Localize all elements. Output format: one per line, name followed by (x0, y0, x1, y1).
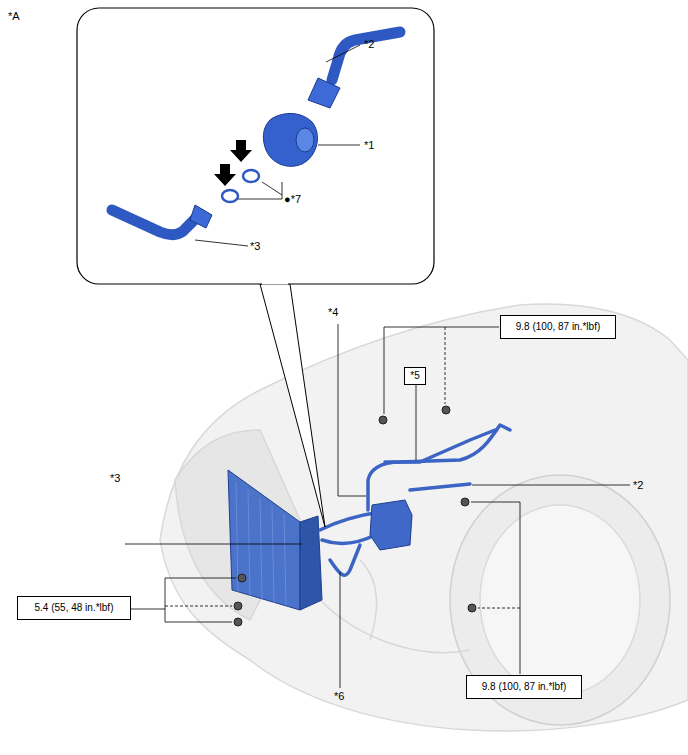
callout-label: *6 (334, 690, 344, 703)
detail-inset (77, 8, 434, 527)
torque-box: 9.8 (100, 87 in.*lbf) (500, 315, 616, 339)
callout-label: *4 (328, 306, 338, 319)
box-text: 5.4 (55, 48 in.*lbf) (18, 602, 130, 614)
compressor (370, 500, 412, 550)
refrigerant-pipes (320, 425, 510, 575)
bolts (234, 406, 476, 626)
box-text: 9.8 (100, 87 in.*lbf) (501, 321, 615, 333)
vehicle-body (160, 304, 688, 731)
torque-box: 9.8 (100, 87 in.*lbf) (466, 675, 582, 699)
torque-box: 5.4 (55, 48 in.*lbf) (17, 596, 131, 620)
callout-label: *2 (364, 38, 374, 51)
torque-box: *5 (404, 367, 426, 385)
leader-lines (125, 324, 630, 688)
detail-parts (112, 32, 400, 246)
callout-label: *3 (110, 472, 120, 485)
callout-label: ●*7 (284, 193, 301, 206)
condenser (228, 470, 322, 610)
box-text: 9.8 (100, 87 in.*lbf) (467, 681, 581, 693)
box-text: *5 (405, 370, 425, 382)
callout-label: *3 (250, 240, 260, 253)
callout-label: *A (8, 10, 20, 23)
callout-label: *2 (633, 479, 643, 492)
callout-label: *1 (364, 139, 374, 152)
